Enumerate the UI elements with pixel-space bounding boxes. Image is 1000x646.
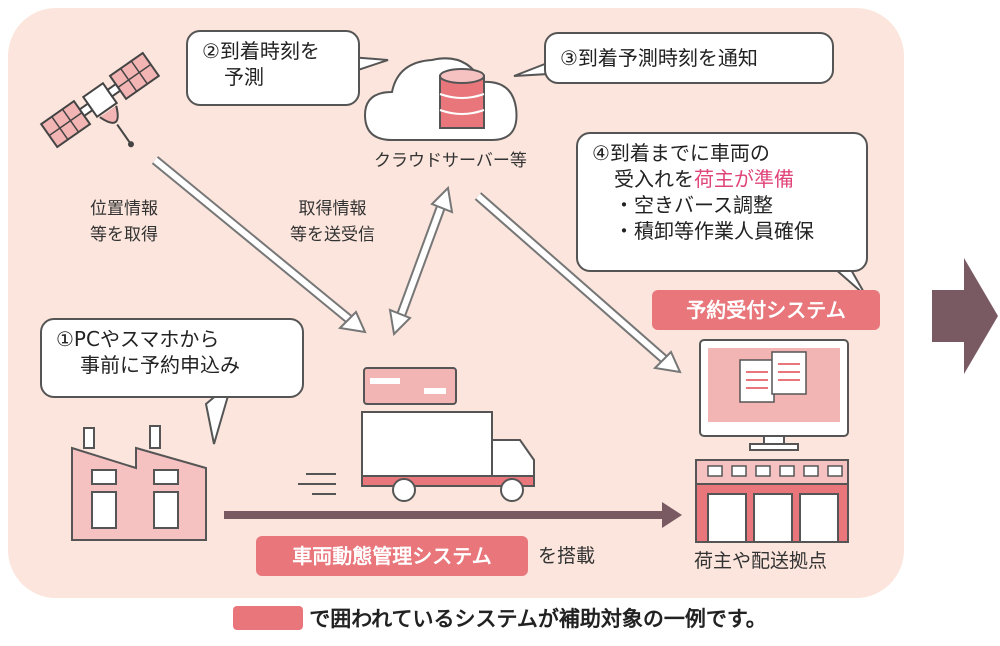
exchange-label-line2: 等を送受信 [290, 225, 375, 245]
factory-icon [71, 425, 207, 541]
delivery-arrow [224, 502, 682, 528]
reservation-system-badge: 予約受付システム [652, 290, 880, 330]
bubble-prepare-line4: ・積卸等作業人員確保 [614, 219, 814, 243]
arrow-truck-cloud [388, 185, 454, 337]
exchange-label-line1: 取得情報 [298, 199, 367, 219]
bubble-reserve-line2: 事前に予約申込み [80, 353, 240, 377]
legend-swatch [233, 606, 304, 630]
footnote: で囲われているシステムが補助対象の一例です。 [0, 603, 1000, 633]
bubble-prepare-line1: ④到着までに車両の [592, 141, 770, 165]
bubble-reserve-line1: ①PCやスマホから [56, 327, 220, 351]
bubble-prepare-line2: 受入れを荷主が準備 [592, 166, 852, 192]
arrow-cloud-to-shipper [474, 192, 682, 374]
monitor-icon [699, 339, 849, 451]
bubble-reserve: ①PCやスマホから 事前に予約申込み [40, 318, 304, 398]
mounted-label: を搭載 [538, 545, 596, 567]
vehicle-system-badge: 車両動態管理システム [256, 536, 528, 576]
arrow-gps-to-truck [151, 156, 367, 334]
cloud-server-icon [363, 57, 518, 141]
bubble-prepare-line3: ・空きバース調整 [614, 193, 773, 217]
next-arrow-icon [932, 258, 998, 374]
bubble-notify: ③到着予測時刻を通知 [544, 32, 834, 84]
exchange-label: 取得情報 等を送受信 [290, 196, 375, 248]
gps-label: 位置情報 等を取得 [90, 196, 158, 248]
bubble-predict-line2: 予測 [224, 65, 264, 89]
gps-label-line1: 位置情報 [90, 199, 158, 219]
bubble-notify-text: ③到着予測時刻を通知 [560, 46, 758, 70]
bubble-prepare-line2-prefix: 受入れを [614, 167, 694, 191]
bubble-predict-arrival: ②到着時刻を 予測 [186, 30, 360, 106]
cloud-label: クラウドサーバー等 [374, 151, 527, 171]
truck-icon [298, 411, 535, 502]
shipper-label: 荷主や配送拠点 [694, 550, 828, 572]
onboard-device-icon [363, 367, 457, 405]
warehouse-icon [695, 459, 849, 543]
bubble-prepare-highlight: 荷主が準備 [694, 167, 794, 191]
bubble-predict-line1: ②到着時刻を [202, 39, 320, 63]
footnote-text: で囲われているシステムが補助対象の一例です。 [309, 607, 767, 631]
gps-label-line2: 等を取得 [90, 225, 158, 245]
bubble-prepare: ④到着までに車両の 受入れを荷主が準備 ・空きバース調整 ・積卸等作業人員確保 [576, 132, 868, 272]
satellite-icon [39, 51, 161, 149]
